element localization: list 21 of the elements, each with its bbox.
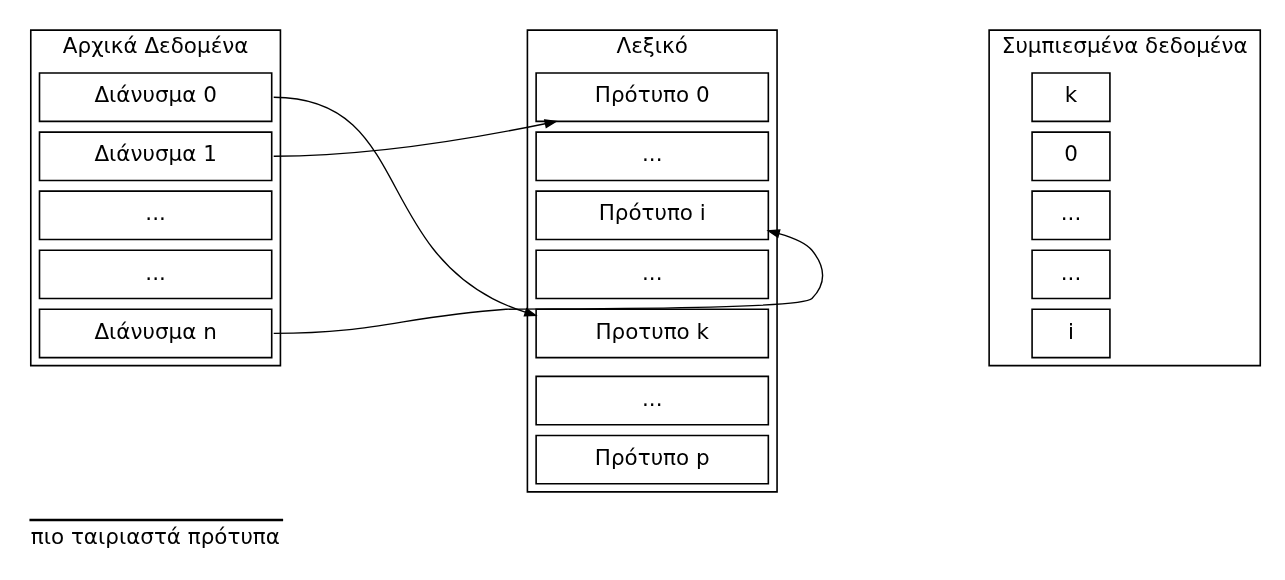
node-box: Πρότυπο p — [535, 434, 770, 485]
node-box: ... — [535, 130, 770, 181]
arrow — [273, 118, 558, 157]
node-box: Πρότυπο 0 — [535, 71, 770, 122]
node-box: Διάνυσμα 1 — [38, 130, 273, 181]
node-box: ... — [535, 248, 770, 299]
node-box: i — [1031, 308, 1111, 358]
node-box: Πρότυπο i — [535, 189, 770, 240]
node-box: ... — [38, 189, 273, 240]
node-box: ... — [1031, 189, 1111, 240]
node-box: ... — [1031, 248, 1111, 299]
arrow — [273, 96, 538, 317]
arrow — [273, 228, 824, 334]
node-box: ... — [535, 375, 770, 426]
node-box: Προτυπο k — [535, 308, 770, 358]
node-box: Διάνυσμα n — [38, 308, 273, 358]
node-box: k — [1031, 71, 1111, 122]
legend-label: πιο ταιριαστά πρότυπα — [30, 523, 280, 549]
node-box: ... — [38, 248, 273, 299]
node-box: 0 — [1031, 130, 1111, 181]
node-box: Διάνυσμα 0 — [38, 71, 273, 122]
